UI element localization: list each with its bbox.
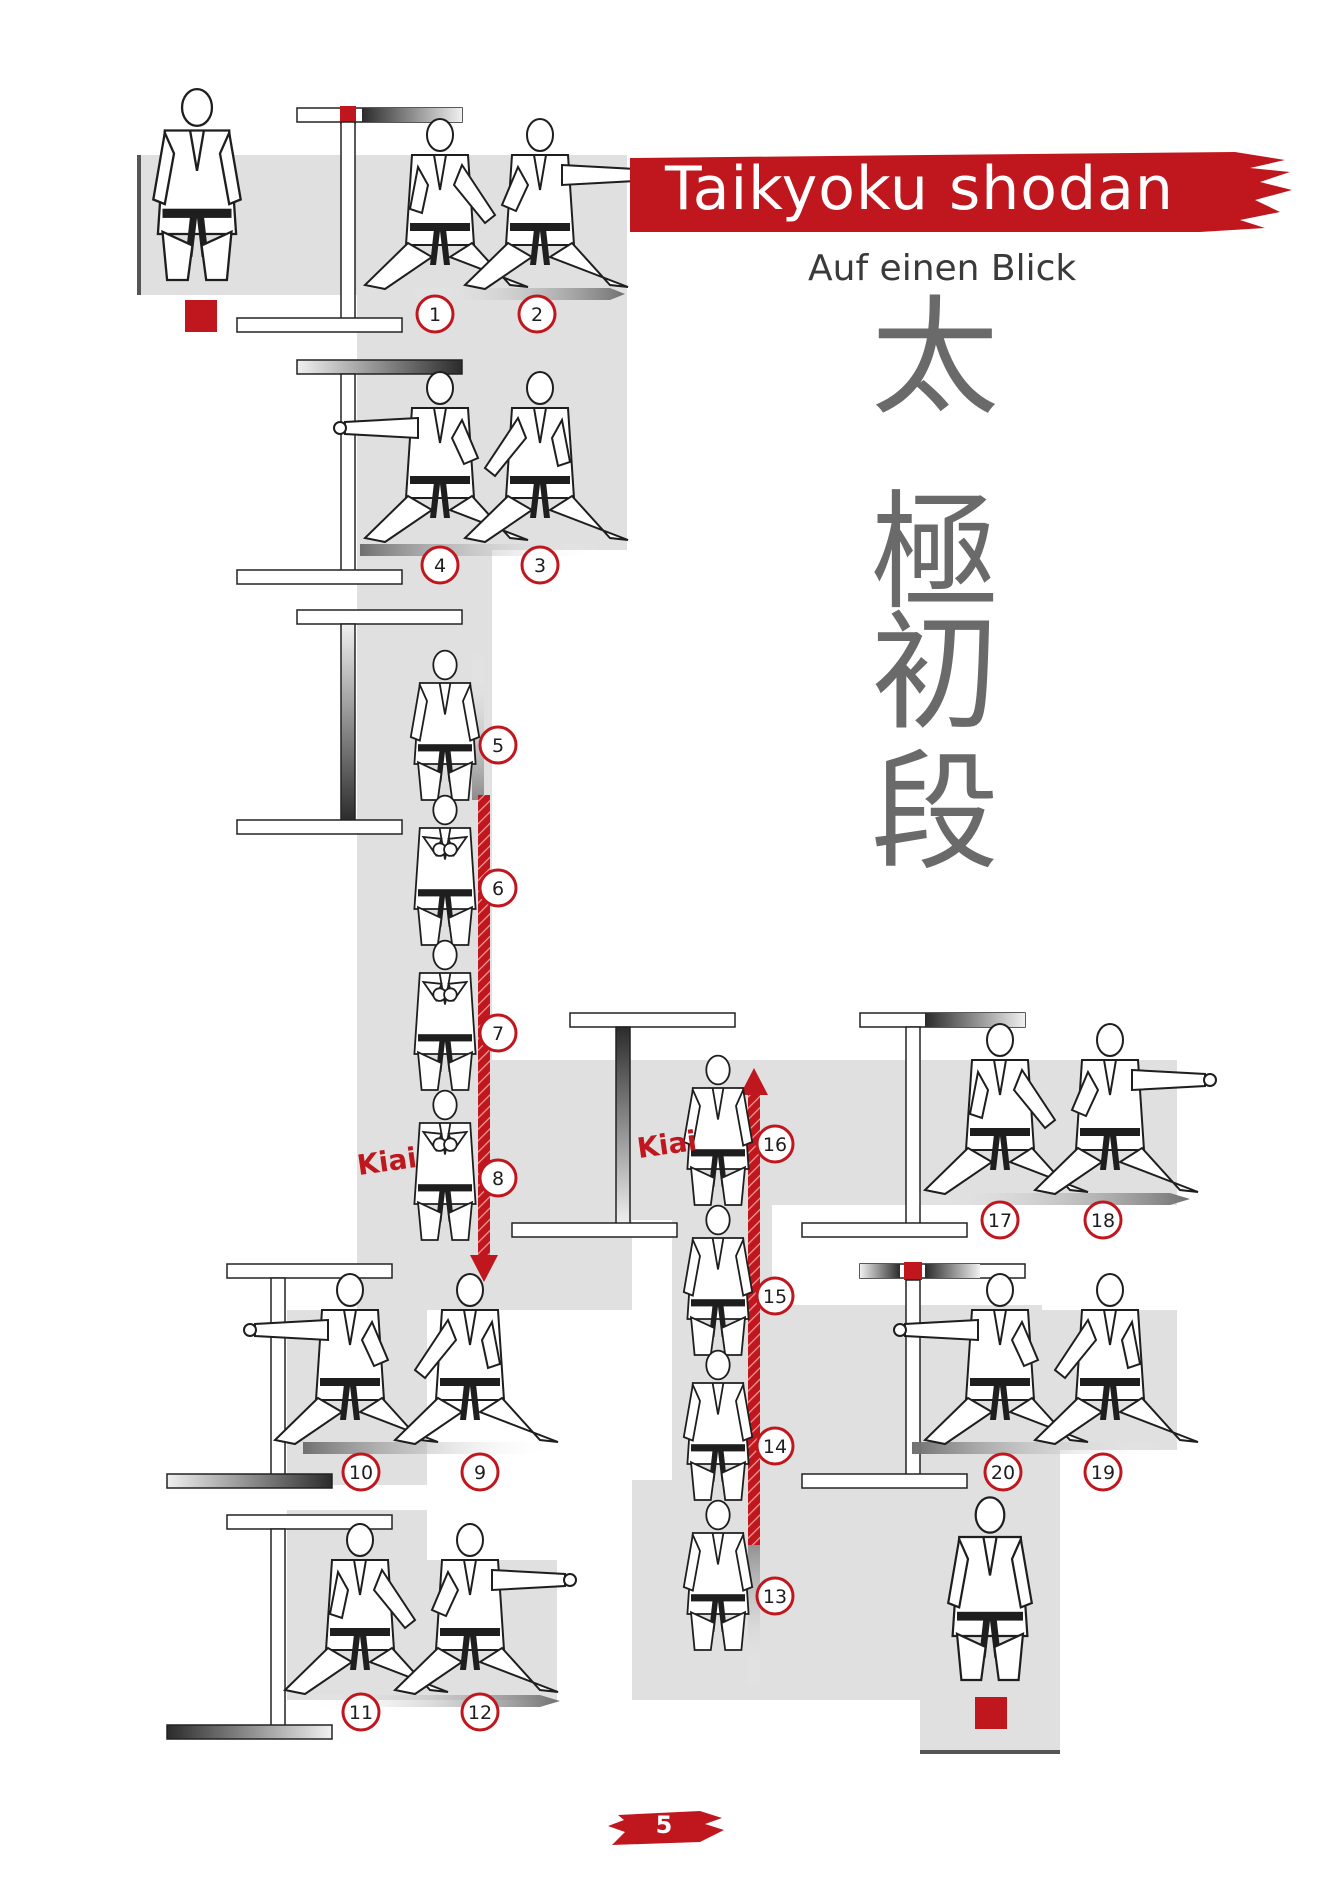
karateka-step-17 xyxy=(922,1023,1089,1196)
step-number: 19 xyxy=(1091,1462,1115,1484)
step-number: 20 xyxy=(991,1462,1015,1484)
step-badge-15: 15 xyxy=(755,1276,795,1316)
karateka-step-15 xyxy=(682,1204,754,1356)
karateka-step-18 xyxy=(1032,1023,1217,1196)
start-shadow-bar xyxy=(137,155,141,295)
kanji-kyoku: 極 xyxy=(870,479,999,628)
kanji-tai: 太 xyxy=(870,284,999,433)
step-number: 7 xyxy=(492,1023,504,1045)
karateka-step-10 xyxy=(243,1273,439,1446)
page-number-brush xyxy=(608,1811,724,1845)
karateka-step-3 xyxy=(462,371,629,544)
step-number: 18 xyxy=(1091,1210,1115,1232)
step-badge-12: 12 xyxy=(460,1692,500,1732)
karateka-figures xyxy=(152,87,1217,1696)
step-number: 3 xyxy=(534,555,546,577)
karateka-step-9 xyxy=(392,1273,559,1446)
start-marker xyxy=(185,300,217,332)
karateka-step-14 xyxy=(682,1349,754,1501)
stance-bar-step-1-2 xyxy=(236,106,463,333)
karateka-step-16 xyxy=(682,1054,754,1206)
step-number: 10 xyxy=(349,1462,373,1484)
step-badge-18: 18 xyxy=(1083,1200,1123,1240)
stance-bar-step-13-16 xyxy=(511,1012,736,1238)
step-badge-4: 4 xyxy=(420,545,460,585)
step-badge-17: 17 xyxy=(980,1200,1020,1240)
step-badge-13: 13 xyxy=(755,1576,795,1616)
step-badge-6: 6 xyxy=(478,868,518,908)
step-badge-16: 16 xyxy=(755,1124,795,1164)
step-badge-7: 7 xyxy=(478,1013,518,1053)
step-number: 5 xyxy=(492,735,504,757)
step-badge-10: 10 xyxy=(341,1452,381,1492)
page-subtitle: Auf einen Blick xyxy=(808,248,1077,289)
step-number: 17 xyxy=(988,1210,1012,1232)
step-badge-19: 19 xyxy=(1083,1452,1123,1492)
karateka-step-6 xyxy=(413,794,477,946)
stance-bar-step-19-20 xyxy=(801,1262,1026,1489)
step-number: 8 xyxy=(492,1168,504,1190)
step-number: 1 xyxy=(429,304,441,326)
title-block: Taikyoku shodan xyxy=(625,150,1290,232)
karateka-step-11 xyxy=(282,1523,449,1696)
step-badge-1: 1 xyxy=(415,294,455,334)
karateka-start xyxy=(152,87,242,282)
karateka-step-19 xyxy=(1032,1273,1199,1446)
step-number: 15 xyxy=(763,1286,787,1308)
page-number: 5 xyxy=(655,1811,673,1839)
step-number: 9 xyxy=(474,1462,486,1484)
step-number: 11 xyxy=(349,1702,373,1724)
karateka-step-13 xyxy=(682,1499,754,1651)
step-badge-2: 2 xyxy=(517,294,557,334)
karateka-step-20 xyxy=(893,1273,1089,1446)
step-number: 6 xyxy=(492,878,504,900)
step-badge-8: 8 xyxy=(478,1158,518,1198)
page-title: Taikyoku shodan xyxy=(665,154,1174,224)
step-number: 13 xyxy=(763,1586,787,1608)
karateka-end xyxy=(946,1496,1034,1682)
stance-bar-step-17-18 xyxy=(801,1012,1026,1238)
step-badge-5: 5 xyxy=(478,725,518,765)
page-number-block: 5 xyxy=(612,1808,716,1848)
step-badge-11: 11 xyxy=(341,1692,381,1732)
step-badge-14: 14 xyxy=(755,1426,795,1466)
step-number: 14 xyxy=(763,1436,787,1458)
end-marker xyxy=(975,1697,1007,1729)
step-number: 12 xyxy=(468,1702,492,1724)
end-shadow-bar xyxy=(920,1750,1060,1754)
karateka-step-12 xyxy=(392,1523,577,1696)
karateka-step-2 xyxy=(462,118,647,291)
karateka-step-5 xyxy=(409,649,481,801)
step-badge-9: 9 xyxy=(460,1452,500,1492)
stance-bar-step-11-12 xyxy=(166,1514,393,1740)
title-brush-stroke xyxy=(630,152,1292,232)
step-number: 4 xyxy=(434,555,446,577)
kanji-sho: 初 xyxy=(870,599,999,748)
step-number: 2 xyxy=(531,304,543,326)
stance-bar-step-5 xyxy=(236,609,463,835)
karateka-step-8 xyxy=(413,1089,477,1241)
step-number: 16 xyxy=(763,1134,787,1156)
kanji-dan: 段 xyxy=(870,739,999,888)
karateka-step-7 xyxy=(413,939,477,1091)
step-badge-3: 3 xyxy=(520,545,560,585)
step-badge-20: 20 xyxy=(983,1452,1023,1492)
karateka-step-4 xyxy=(333,371,529,544)
